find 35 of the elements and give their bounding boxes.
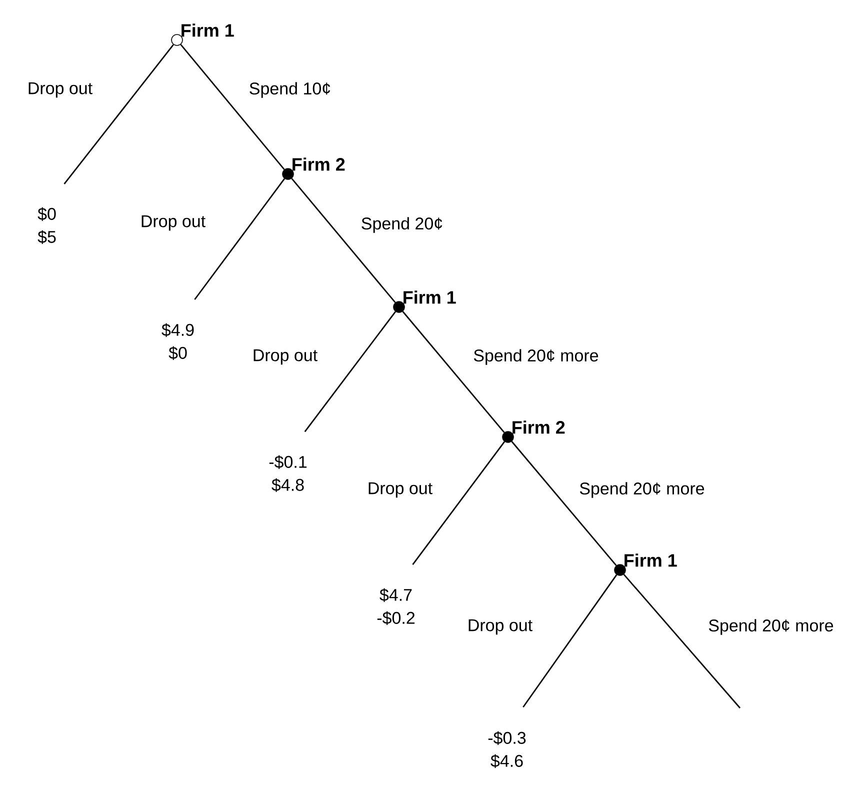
decision-node: Firm 1	[614, 554, 677, 576]
payoff-text: $4.9 $0	[162, 323, 194, 360]
edge-label: Spend 20¢ more	[580, 482, 704, 498]
decision-node: Firm 2	[282, 158, 345, 180]
node-label: Firm 1	[404, 290, 456, 304]
branch-line	[194, 178, 286, 300]
branch-line	[402, 311, 505, 433]
node-label: Firm 2	[512, 420, 565, 434]
branch-line	[623, 574, 741, 708]
payoff-text: -$0.3 $4.6	[488, 731, 526, 768]
branch-line	[64, 44, 174, 184]
branch-line	[304, 311, 396, 432]
decision-node: Firm 1	[171, 24, 234, 46]
edge-label: Spend 20¢	[362, 217, 442, 233]
node-label: Firm 1	[624, 554, 677, 567]
edge-label: Spend 20¢ more	[708, 619, 834, 635]
edge-label: Drop out	[468, 619, 532, 635]
branch-line	[180, 44, 285, 170]
decision-node: Firm 1	[393, 290, 456, 313]
branch-line	[291, 178, 396, 303]
payoff-text: $4.7 -$0.2	[377, 588, 415, 625]
payoff-text: -$0.1 $4.8	[269, 455, 307, 492]
edge-label: Spend 10¢	[250, 82, 330, 98]
branch-line	[412, 441, 506, 565]
node-label: Firm 1	[182, 24, 234, 37]
branch-line	[511, 441, 617, 566]
node-label: Firm 2	[292, 158, 345, 171]
decision-node: Firm 2	[502, 420, 565, 443]
edge-label: Drop out	[28, 82, 92, 98]
edge-label: Drop out	[142, 215, 206, 231]
branch-line	[522, 574, 618, 708]
edge-label: Spend 20¢ more	[474, 349, 598, 365]
edge-label: Drop out	[254, 349, 318, 365]
edge-label: Drop out	[368, 482, 432, 498]
payoff-text: $0 $5	[38, 207, 56, 244]
